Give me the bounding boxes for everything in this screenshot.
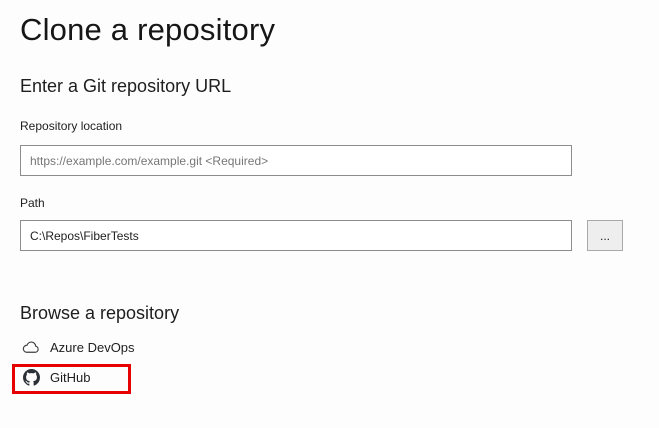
cloud-icon — [22, 341, 40, 354]
url-section-heading: Enter a Git repository URL — [20, 76, 232, 96]
browse-item-azure-devops[interactable]: Azure DevOps — [22, 340, 135, 355]
github-label: GitHub — [50, 370, 91, 385]
github-icon — [22, 369, 40, 386]
path-label: Path — [20, 196, 45, 210]
browse-section-heading: Browse a repository — [20, 303, 180, 323]
browse-item-github[interactable]: GitHub — [22, 369, 90, 386]
path-input[interactable] — [20, 220, 572, 251]
repository-location-input[interactable] — [20, 145, 572, 176]
page-title: Clone a repository — [20, 12, 276, 47]
azure-devops-label: Azure DevOps — [50, 340, 135, 355]
repository-location-label: Repository location — [20, 119, 123, 133]
browse-path-button[interactable]: ... — [587, 220, 623, 251]
